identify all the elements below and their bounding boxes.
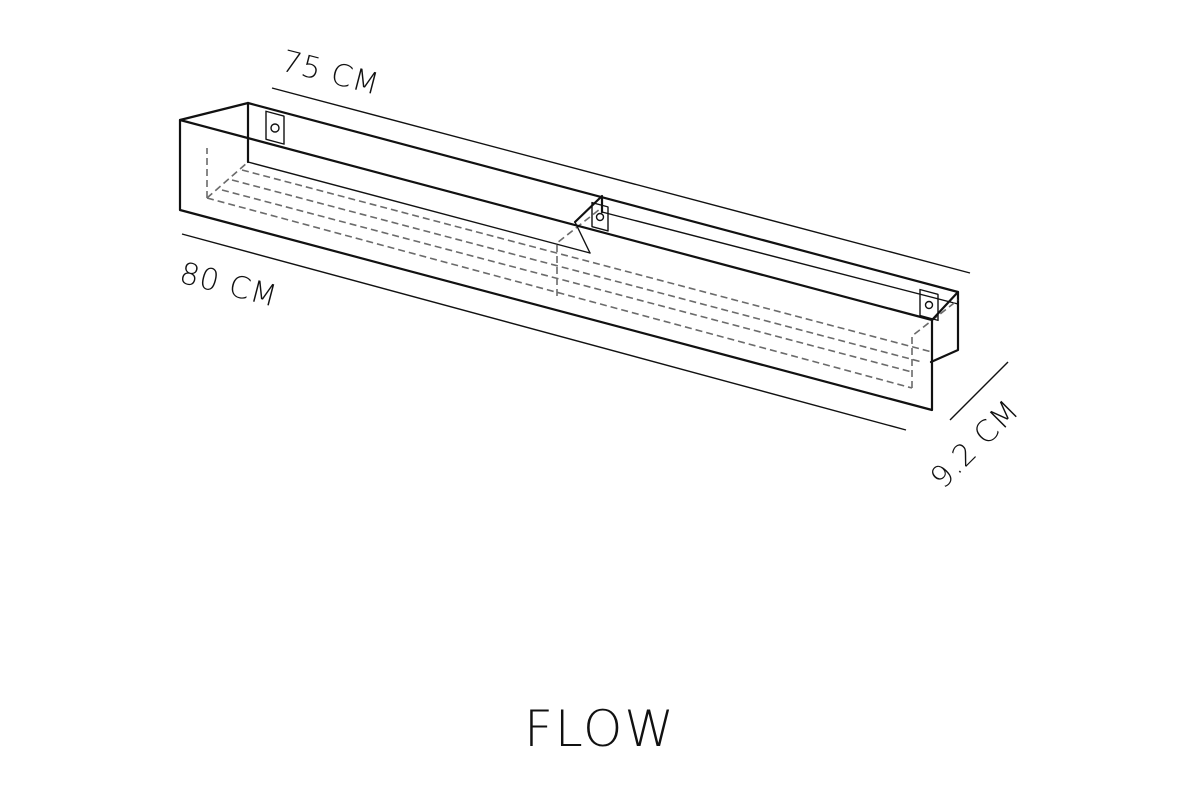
dimension-depth: 9.2 CM <box>924 361 1027 496</box>
dimension-depth-label: 9.2 CM <box>924 393 1027 496</box>
mounting-bracket-left <box>265 110 285 145</box>
product-title: FLOW <box>524 700 676 758</box>
shelf-hidden-edges <box>206 148 959 389</box>
shelf-front-panel <box>178 101 960 412</box>
shelf-divider <box>573 194 604 254</box>
dimension-front-length-label: 80 CM <box>176 256 281 315</box>
mounting-bracket-right <box>919 288 939 322</box>
mounting-bracket-center <box>591 201 609 232</box>
